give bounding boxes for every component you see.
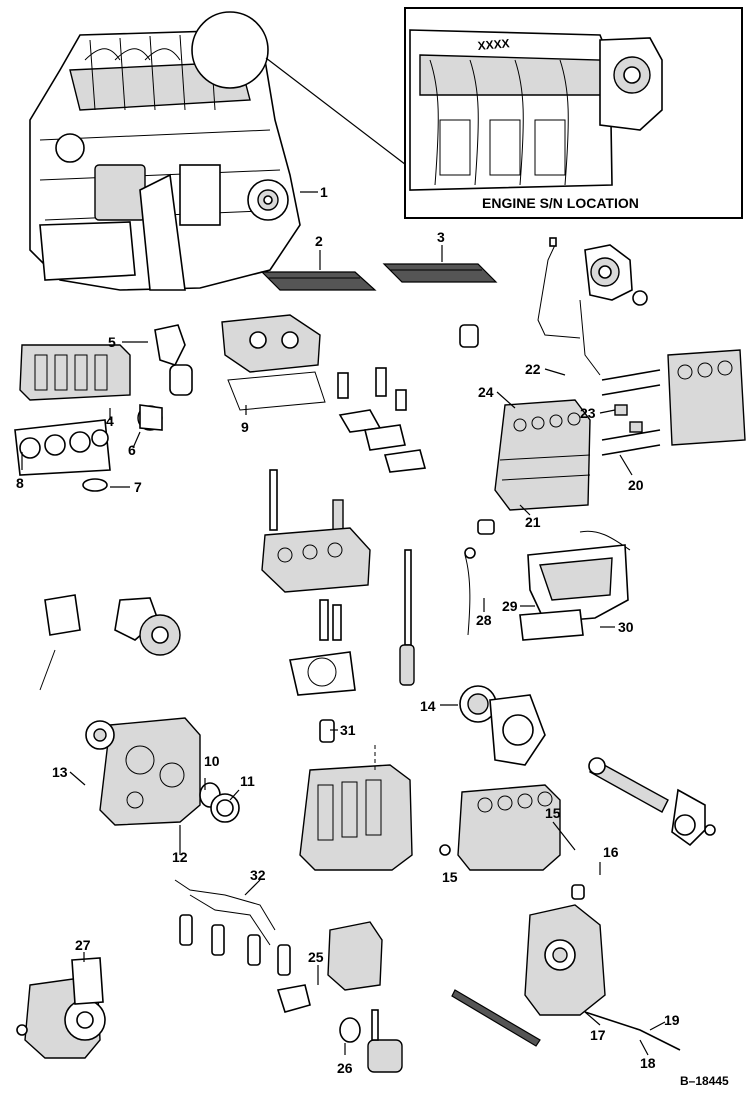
- cylinder-head-icon: [221, 314, 326, 411]
- callout-6: 6: [128, 442, 136, 458]
- callout-8: 8: [16, 475, 24, 491]
- camshaft-icon: [588, 757, 716, 847]
- callout-19: 19: [664, 1012, 680, 1028]
- callout-3: 3: [437, 229, 445, 245]
- callout-21: 21: [525, 514, 541, 530]
- serial-number-inset: XXXX ENGINE S/N LOCATION: [404, 7, 743, 219]
- water-pump-icon: [16, 957, 106, 1059]
- callout-32: 32: [250, 867, 266, 883]
- oil-pan-icon: [464, 544, 629, 641]
- engine-assembly-icon: [29, 11, 301, 291]
- callout-labels: 1 2 3 4 5 6 7 8 9 10 11 12 13 14 15 15 1…: [16, 184, 680, 1076]
- callout-4: 4: [106, 413, 114, 429]
- serial-stamp: XXXX: [477, 36, 510, 53]
- inset-label: ENGINE S/N LOCATION: [482, 195, 639, 211]
- gasket-icon: [260, 263, 498, 291]
- callout-23: 23: [580, 405, 596, 421]
- rear-seal-icon: [459, 685, 546, 766]
- callout-1: 1: [320, 184, 328, 200]
- callout-20: 20: [628, 477, 644, 493]
- injector-icon: [601, 369, 661, 456]
- callout-26: 26: [337, 1060, 353, 1076]
- callout-10: 10: [204, 753, 220, 769]
- front-cover-icon: [451, 884, 681, 1051]
- callout-30: 30: [618, 619, 634, 635]
- oil-filter-icon: [339, 1009, 403, 1073]
- callout-leaders: [21, 191, 666, 1056]
- callout-31: 31: [340, 722, 356, 738]
- callout-28: 28: [476, 612, 492, 628]
- callout-11: 11: [240, 773, 255, 789]
- callout-9: 9: [241, 419, 249, 435]
- rocker-arm-icon: [337, 324, 479, 473]
- callout-29: 29: [502, 598, 518, 614]
- exhaust-manifold-icon: [14, 344, 131, 492]
- fuel-pump-icon: [174, 879, 383, 1013]
- callout-24: 24: [478, 384, 494, 400]
- callout-17: 17: [590, 1027, 606, 1043]
- callout-27: 27: [75, 937, 91, 953]
- callout-2: 2: [315, 233, 323, 249]
- callout-13: 13: [52, 764, 68, 780]
- water-outlet-icon: [137, 324, 193, 431]
- callout-15a: 15: [545, 805, 561, 821]
- callout-25: 25: [308, 949, 324, 965]
- figure-id: B–18445: [680, 1074, 729, 1088]
- gear-case-icon: [39, 594, 240, 826]
- callout-12: 12: [172, 849, 188, 865]
- callout-22: 22: [525, 361, 541, 377]
- callout-7: 7: [134, 479, 142, 495]
- cylinder-block-right-icon: [439, 784, 561, 871]
- callout-18: 18: [640, 1055, 656, 1071]
- callout-15b: 15: [442, 869, 458, 885]
- cylinder-head-center-icon: [261, 469, 415, 696]
- callout-16: 16: [603, 844, 619, 860]
- crankcase-icon: [477, 349, 746, 551]
- callout-5: 5: [108, 334, 116, 350]
- turbocharger-icon: [537, 237, 648, 376]
- cylinder-block-icon: [299, 719, 413, 871]
- callout-14: 14: [420, 698, 436, 714]
